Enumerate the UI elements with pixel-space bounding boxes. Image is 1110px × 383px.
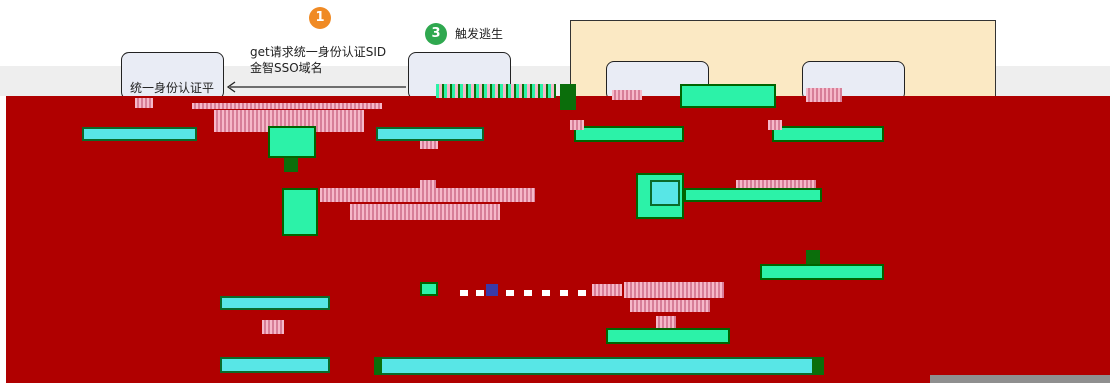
corrupted-region-edge: [0, 96, 6, 383]
corrupted-region: [6, 96, 1110, 383]
glitch-artifact: [82, 127, 197, 141]
glitch-artifact: [476, 290, 484, 296]
glitch-artifact: [284, 158, 298, 172]
glitch-artifact: [220, 296, 330, 310]
glitch-artifact: [768, 120, 782, 130]
glitch-artifact: [192, 103, 382, 109]
glitch-artifact: [612, 90, 642, 100]
glitch-artifact: [262, 320, 284, 334]
glitch-artifact: [560, 84, 576, 110]
glitch-artifact: [376, 127, 484, 141]
glitch-artifact: [684, 188, 822, 202]
glitch-artifact: [486, 284, 498, 296]
glitch-artifact: [282, 188, 318, 236]
edge-label-line2: 金智SSO域名: [250, 61, 323, 75]
glitch-artifact: [606, 328, 730, 344]
glitch-artifact: [656, 316, 676, 328]
glitch-artifact: [624, 282, 724, 298]
glitch-artifact: [524, 290, 532, 296]
request-arrow: [226, 81, 406, 93]
glitch-artifact: [420, 180, 436, 188]
auth-platform-label: 统一身份认证平: [130, 81, 215, 95]
glitch-artifact: [135, 98, 153, 108]
glitch-artifact: [578, 290, 586, 296]
glitch-artifact: [542, 290, 550, 296]
glitch-artifact: [506, 290, 514, 296]
edge-label-line1: get请求统一身份认证SID: [250, 45, 387, 59]
glitch-artifact: [772, 126, 884, 142]
glitch-artifact: [560, 290, 568, 296]
glitch-artifact: [736, 180, 816, 188]
glitch-artifact: [374, 357, 824, 375]
glitch-artifact: [760, 264, 884, 280]
glitch-artifact: [320, 188, 535, 202]
glitch-artifact: [630, 300, 710, 312]
glitch-artifact: [680, 84, 776, 108]
glitch-artifact: [806, 88, 842, 102]
glitch-artifact: [806, 250, 820, 266]
glitch-artifact: [460, 290, 468, 296]
step-3-label: 触发逃生: [455, 27, 504, 41]
step-3-badge: 3: [425, 23, 447, 45]
glitch-artifact: [812, 357, 824, 375]
glitch-artifact: [420, 141, 438, 149]
step-1-badge: 1: [309, 7, 331, 29]
glitch-artifact: [650, 180, 680, 206]
glitch-artifact: [268, 126, 316, 158]
glitch-artifact: [220, 357, 330, 373]
glitch-artifact: [350, 204, 500, 220]
corrupted-corner: [930, 375, 1110, 383]
glitch-artifact: [574, 126, 684, 142]
glitch-artifact: [592, 284, 622, 296]
glitch-artifact: [374, 357, 382, 375]
glitch-artifact: [420, 282, 438, 296]
glitch-artifact: [436, 84, 556, 98]
glitch-artifact: [214, 110, 364, 132]
glitch-artifact: [570, 120, 584, 130]
